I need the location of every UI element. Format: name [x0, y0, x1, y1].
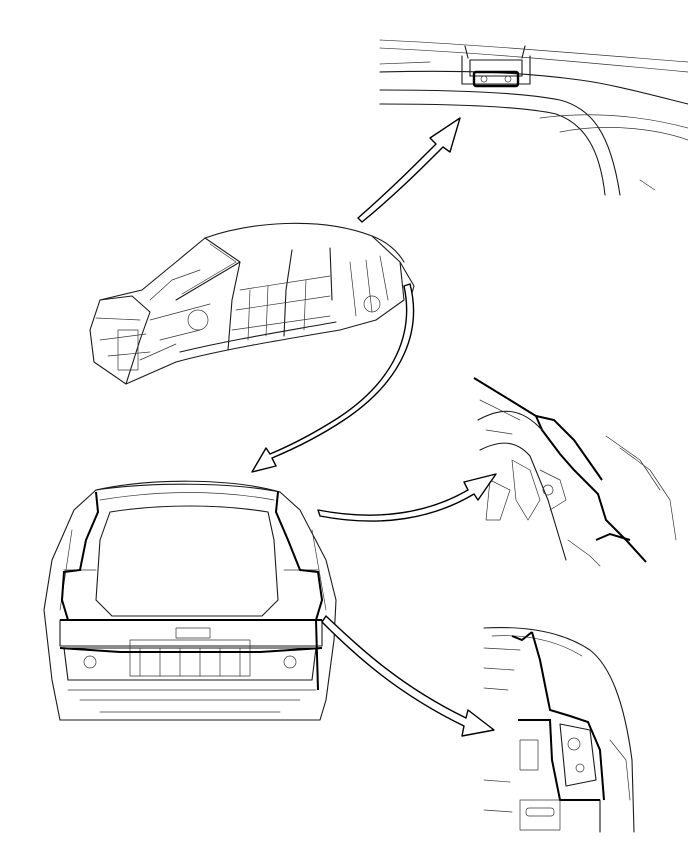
arrow-to-roof-detail: [357, 117, 461, 223]
quarter-lower-detail-view: [483, 627, 635, 833]
d-pillar-upper-detail-view: [473, 377, 677, 567]
vehicle-body-overview-view: [89, 222, 415, 385]
arrow-to-rear-opening: [251, 283, 415, 473]
arrow-to-d-pillar-detail: [317, 473, 497, 522]
arrow-to-quarter-detail: [321, 615, 495, 737]
roof-rear-detail-view: [379, 39, 688, 196]
rear-body-opening-view: [43, 480, 337, 721]
